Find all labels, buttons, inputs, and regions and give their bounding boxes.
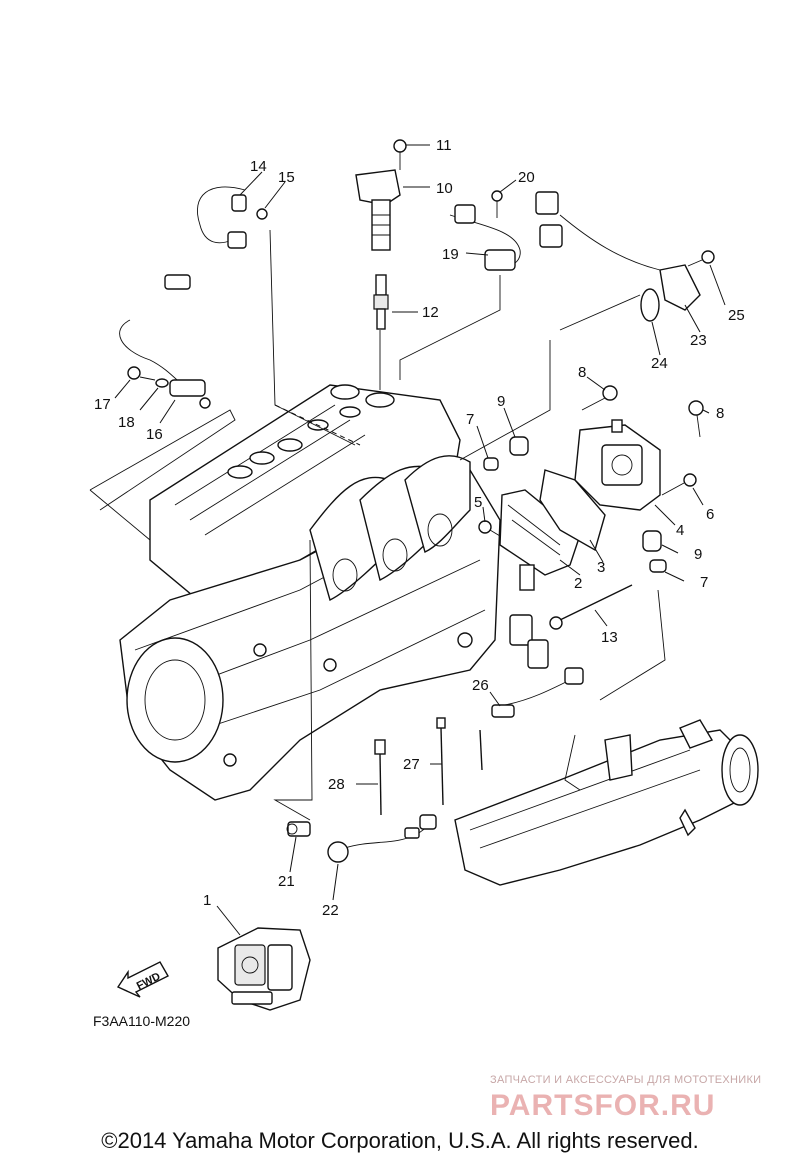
part-7-collar-a	[483, 457, 499, 471]
part-11-bolt	[393, 139, 407, 170]
callout-25: 25	[728, 307, 745, 324]
part-4-housing	[574, 419, 661, 511]
callout-22: 22	[322, 902, 339, 919]
part-10-ignition-coil	[355, 169, 401, 251]
watermark-tagline: ЗАПЧАСТИ И АКСЕССУАРЫ ДЛЯ МОТОТЕХНИКИ	[490, 1074, 761, 1086]
part-8-bolt-b	[688, 400, 704, 438]
part-1-throttle-body	[217, 927, 311, 1011]
part-23-sensor	[535, 191, 701, 311]
callout-18: 18	[118, 414, 135, 431]
part-7-collar-b	[649, 559, 667, 573]
callout-15: 15	[278, 169, 295, 186]
part-8-bolt-a	[581, 385, 618, 411]
callout-3: 3	[597, 559, 605, 576]
fwd-arrow: FWD	[116, 961, 169, 998]
callout-24: 24	[651, 355, 668, 372]
callout-7a: 7	[466, 411, 474, 428]
callout-9a: 9	[497, 393, 505, 410]
part-27-cable-tie	[436, 717, 446, 806]
part-20-bolt	[491, 190, 503, 218]
engine-block	[119, 384, 501, 801]
callout-leaders	[114, 144, 726, 936]
copyright-notice: ©2014 Yamaha Motor Corporation, U.S.A. A…	[101, 1128, 699, 1153]
callout-17: 17	[94, 396, 111, 413]
callout-21: 21	[278, 873, 295, 890]
part-14-sensor	[197, 186, 247, 249]
callout-12: 12	[422, 304, 439, 321]
callout-13: 13	[601, 629, 618, 646]
intake-duct	[454, 719, 759, 886]
watermark: ЗАПЧАСТИ И АКСЕССУАРЫ ДЛЯ МОТОТЕХНИКИ PA…	[490, 1074, 761, 1122]
callout-27: 27	[403, 756, 420, 773]
part-18-o-ring	[155, 378, 169, 388]
callout-23: 23	[690, 332, 707, 349]
callout-7b: 7	[700, 574, 708, 591]
callout-20: 20	[518, 169, 535, 186]
callout-5: 5	[474, 494, 482, 511]
part-12-spark-plug	[373, 274, 389, 330]
part-26-sensor	[479, 667, 584, 771]
part-19-sensor	[449, 204, 521, 271]
callout-8b: 8	[716, 405, 724, 422]
callout-9b: 9	[694, 546, 702, 563]
part-17-bolt	[127, 366, 156, 381]
callout-26: 26	[472, 677, 489, 694]
part-25-bolt	[687, 250, 715, 267]
part-9-grommet-b	[642, 530, 662, 552]
callout-28: 28	[328, 776, 345, 793]
part-22-sensor	[327, 814, 437, 863]
callout-2: 2	[574, 575, 582, 592]
part-2-ecu	[499, 489, 581, 669]
drawing-code: F3AA110-M220	[93, 1013, 190, 1029]
callout-10: 10	[436, 180, 453, 197]
part-16-sensor	[119, 274, 211, 409]
callout-16: 16	[146, 426, 163, 443]
callout-8a: 8	[578, 364, 586, 381]
part-9-grommet-a	[509, 436, 529, 456]
callout-4: 4	[676, 522, 684, 539]
callout-11: 11	[436, 137, 452, 154]
part-21-switch	[286, 821, 311, 837]
callout-19: 19	[442, 246, 459, 263]
part-6-bolt	[661, 473, 697, 496]
part-15-washer	[256, 208, 268, 220]
part-28-cable-tie	[374, 739, 386, 816]
part-24-o-ring	[640, 288, 660, 322]
part-13-sensor	[549, 584, 633, 630]
callout-1: 1	[203, 892, 211, 909]
watermark-brand: PARTSFOR.RU	[490, 1089, 715, 1122]
callout-6: 6	[706, 506, 714, 523]
callout-14: 14	[250, 158, 267, 175]
assembly-lines	[89, 229, 666, 821]
callout-numbers: 1 2 3 4 5 6 7 7 8 8 9 9 10 11 12 13 14 1…	[94, 137, 745, 919]
